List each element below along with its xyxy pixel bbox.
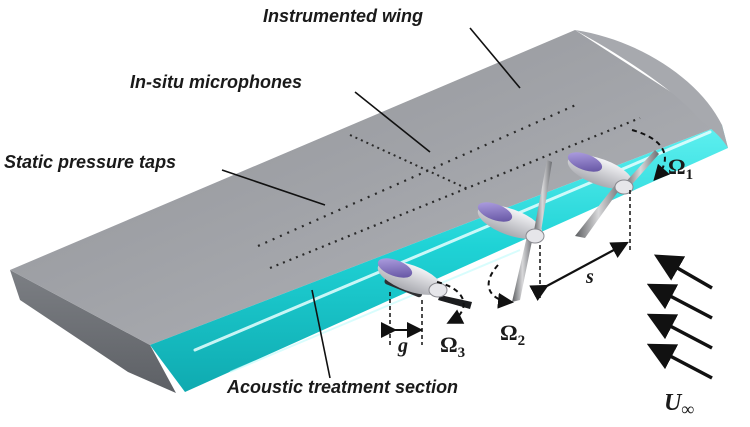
omega3-sub: 3 (458, 345, 466, 361)
leader-microphones (354, 91, 431, 153)
rotation-arrow-2 (487, 264, 514, 309)
wing-side-face (10, 270, 176, 393)
omega2-glyph: Ω (500, 320, 518, 345)
omega1-glyph: Ω (668, 154, 686, 179)
label-static-pressure-taps: Static pressure taps (4, 152, 176, 172)
symbol-gap: g (397, 335, 408, 357)
spacing-arrow (529, 241, 629, 302)
symbol-omega-1: Ω1 (668, 154, 693, 183)
microphone-line-1 (349, 134, 471, 191)
rotation-arrow-1 (631, 129, 670, 181)
symbol-spacing: s (585, 266, 594, 288)
pressure-taps (257, 102, 641, 270)
leader-instrumented-wing (469, 27, 521, 89)
leader-pressure-taps (221, 169, 326, 206)
leading-edge-treatment (150, 125, 728, 392)
symbol-freestream: U∞ (664, 390, 694, 419)
freestream-glyph: U (664, 390, 683, 416)
wing-top-surface (10, 30, 722, 345)
symbol-omega-2: Ω2 (500, 320, 525, 349)
propeller-2 (477, 160, 552, 302)
propeller-1 (567, 150, 659, 238)
omega1-sub: 1 (686, 167, 694, 183)
omega2-sub: 2 (518, 333, 526, 349)
freestream-arrows (646, 254, 713, 380)
label-acoustic-treatment-section: Acoustic treatment section (226, 377, 458, 397)
label-instrumented-wing: Instrumented wing (263, 6, 423, 26)
leader-acoustic (311, 289, 331, 379)
symbol-omega-3: Ω3 (440, 332, 465, 361)
label-in-situ-microphones: In-situ microphones (130, 72, 302, 92)
freestream-sub: ∞ (681, 399, 694, 419)
wing (10, 30, 728, 393)
rotation-arrow-3 (436, 281, 465, 324)
omega3-glyph: Ω (440, 332, 458, 357)
